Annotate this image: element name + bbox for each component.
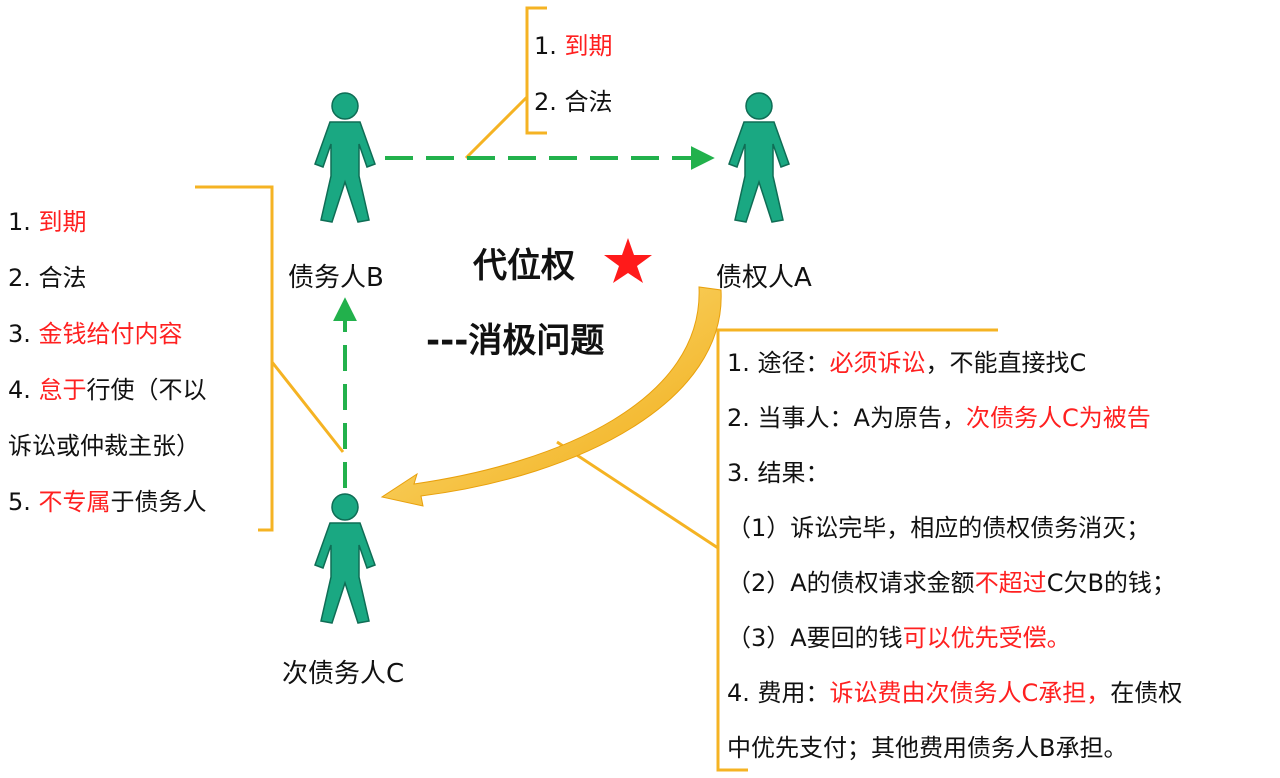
diagram-subtitle: ---消极问题 xyxy=(426,321,605,361)
plain-text: C欠B的钱； xyxy=(1046,569,1176,597)
exercise-conditions-line: 3. 金钱给付内容 xyxy=(8,306,207,362)
node-label-sub-debtor-c: 次债务人C xyxy=(282,659,405,689)
plain-text: （2）A的债权请求金额 xyxy=(727,569,975,597)
node-label-debtor-b: 债务人B xyxy=(288,263,384,293)
highlight-text: 可以优先受偿。 xyxy=(902,624,1071,652)
plain-text: 2. 当事人：A为原告， xyxy=(727,404,966,432)
highlight-text: 怠于 xyxy=(38,376,87,404)
highlight-text: 不超过 xyxy=(974,569,1047,597)
highlight-text: 金钱给付内容 xyxy=(38,320,183,348)
debt-conditions-line: 2. 合法 xyxy=(534,74,613,130)
exercise-conditions-line: 4. 怠于行使（不以 xyxy=(8,362,207,418)
plain-text: 3. 结果： xyxy=(727,459,830,487)
results-line: 1. 途径：必须诉讼，不能直接找C xyxy=(727,336,1182,391)
node-label-creditor-a: 债权人A xyxy=(716,263,812,293)
plain-text: 1. xyxy=(8,208,39,236)
plain-text: ，不能直接找C xyxy=(925,349,1087,377)
diagram-title: 代位权 xyxy=(473,246,575,286)
exercise-conditions-line: 诉讼或仲裁主张） xyxy=(8,418,207,474)
plain-text: 在债权 xyxy=(1110,679,1183,707)
results-line: 4. 费用：诉讼费由次债务人C承担，在债权 xyxy=(727,666,1182,721)
results-line: （2）A的债权请求金额不超过C欠B的钱； xyxy=(727,556,1182,611)
person-icon-debtor-b xyxy=(314,92,376,223)
results-line: （3）A要回的钱可以优先受偿。 xyxy=(727,611,1182,666)
plain-text: 诉讼或仲裁主张） xyxy=(8,432,200,460)
results-line: （1）诉讼完毕，相应的债权债务消灭； xyxy=(727,501,1182,556)
exercise-conditions-bracket xyxy=(195,185,345,532)
highlight-text: 到期 xyxy=(38,208,87,236)
highlight-text: 不专属 xyxy=(38,488,111,516)
plain-text: 4. xyxy=(8,376,39,404)
plain-text: 1. 途径： xyxy=(727,349,830,377)
results-line: 2. 当事人：A为原告，次债务人C为被告 xyxy=(727,391,1182,446)
highlight-text: 诉讼费由次债务人C承担， xyxy=(829,679,1111,707)
plain-text: 行使（不以 xyxy=(86,376,207,404)
star-icon xyxy=(604,238,652,283)
highlight-text: 到期 xyxy=(564,32,613,60)
person-icon-creditor-a xyxy=(728,92,790,223)
plain-text: 中优先支付；其他费用债务人B承担。 xyxy=(727,734,1128,762)
results-bracket xyxy=(556,328,998,772)
highlight-text: 次债务人C为被告 xyxy=(965,404,1151,432)
results-line: 3. 结果： xyxy=(727,446,1182,501)
plain-text: 4. 费用： xyxy=(727,679,830,707)
person-icon-sub-debtor-c xyxy=(314,493,376,624)
results-line: 中优先支付；其他费用债务人B承担。 xyxy=(727,721,1182,776)
plain-text: 3. xyxy=(8,320,39,348)
debt-conditions-line: 1. 到期 xyxy=(534,18,613,74)
plain-text: 1. xyxy=(534,32,565,60)
exercise-conditions-line: 5. 不专属于债务人 xyxy=(8,474,207,530)
plain-text: （1）诉讼完毕，相应的债权债务消灭； xyxy=(727,514,1151,542)
plain-text: （3）A要回的钱 xyxy=(727,624,903,652)
exercise-conditions-line: 2. 合法 xyxy=(8,250,207,306)
debt-conditions-bracket xyxy=(464,6,547,160)
curved-arrow-creditor-to-subdebtor xyxy=(380,286,722,507)
plain-text: 2. 合法 xyxy=(8,264,87,292)
debt-conditions-list: 1. 到期 2. 合法 xyxy=(534,18,613,130)
plain-text: 2. 合法 xyxy=(534,88,613,116)
highlight-text: 必须诉讼 xyxy=(829,349,926,377)
exercise-conditions-line: 1. 到期 xyxy=(8,194,207,250)
plain-text: 于债务人 xyxy=(110,488,207,516)
plain-text: 5. xyxy=(8,488,39,516)
